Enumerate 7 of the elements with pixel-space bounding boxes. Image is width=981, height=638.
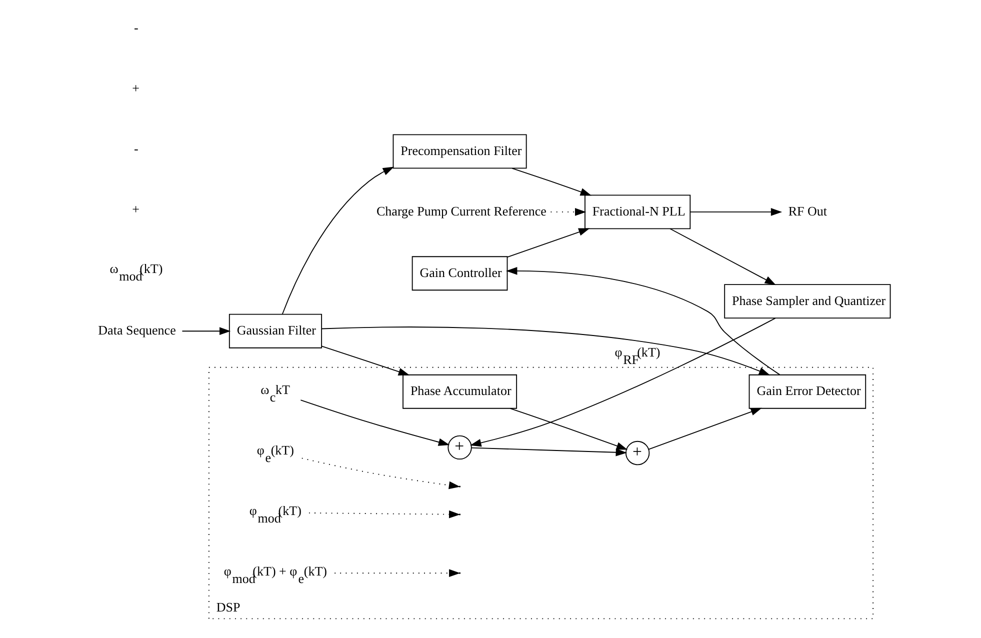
label: -	[134, 20, 138, 36]
label: -	[134, 141, 138, 156]
node-text: RF Out	[788, 203, 828, 218]
label: +	[132, 202, 140, 217]
node-text: Charge Pump Current Reference	[376, 203, 546, 218]
node-text: Data Sequence	[98, 322, 176, 338]
label: +	[132, 80, 140, 96]
